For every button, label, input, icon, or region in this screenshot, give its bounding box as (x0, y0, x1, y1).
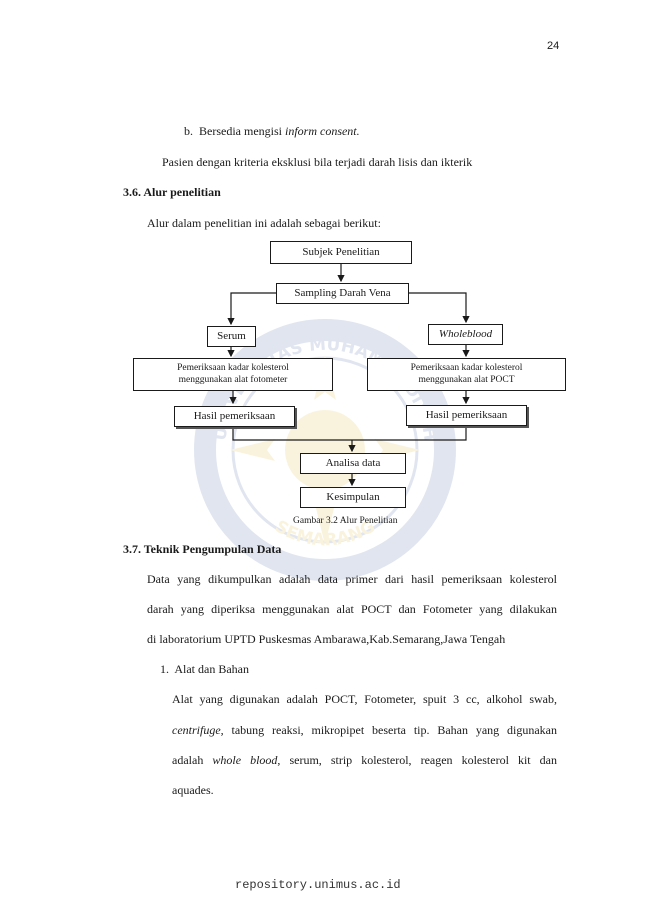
section-intro: Alur dalam penelitian ini adalah sebagai… (147, 216, 381, 230)
subsection-marker: 1. (160, 662, 169, 676)
exam-photometer-line1: Pemeriksaan kadar kolesterol (177, 362, 289, 373)
figure-caption: Gambar 3.2 Alur Penelitian (293, 516, 398, 526)
flow-box-sampling: Sampling Darah Vena (276, 283, 409, 304)
paragraph-line-2: darah yang diperiksa menggunakan alat PO… (147, 602, 557, 616)
subsection-line-3: adalah whole blood, serum, strip koleste… (172, 753, 557, 768)
subsection-title: Alat dan Bahan (174, 662, 249, 676)
paragraph-line-1: Data yang dikumpulkan adalah data primer… (147, 572, 557, 586)
subsection-heading: 1. Alat dan Bahan (160, 662, 249, 677)
line-3-rest: , serum, strip kolesterol, reagen kolest… (277, 753, 557, 767)
flow-box-result-photometer: Hasil pemeriksaan (174, 406, 295, 427)
page-number: 24 (547, 40, 560, 52)
exclusion-criteria-line: Pasien dengan kriteria eksklusi bila ter… (162, 155, 473, 169)
flow-box-exam-poct: Pemeriksaan kadar kolesterol menggunakan… (367, 358, 566, 391)
line-3-start: adalah (172, 753, 213, 767)
subsection-line-2: centrifuge, tabung reaksi, mikropipet be… (172, 723, 557, 738)
paragraph-line-3: di laboratorium UPTD Puskesmas Ambarawa,… (147, 632, 506, 646)
list-text: Bersedia mengisi (199, 124, 285, 138)
flow-box-analysis: Analisa data (300, 453, 406, 474)
exam-poct-line1: Pemeriksaan kadar kolesterol (410, 362, 523, 373)
list-text-italic: inform consent. (284, 124, 360, 138)
subsection-line-1: Alat yang digunakan adalah POCT, Fotomet… (172, 692, 557, 706)
flow-box-exam-photometer: Pemeriksaan kadar kolesterol menggunakan… (133, 358, 333, 391)
section-heading-3-7: 3.7. Teknik Pengumpulan Data (123, 542, 282, 556)
list-marker: b. (184, 124, 193, 138)
flow-box-conclusion: Kesimpulan (300, 487, 406, 508)
repository-footer: repository.unimus.ac.id (235, 878, 401, 892)
flow-box-subject: Subjek Penelitian (270, 241, 412, 264)
centrifuge-term: centrifuge, (172, 723, 224, 737)
flow-box-wholeblood: Wholeblood (428, 324, 503, 345)
exam-poct-line2: menggunakan alat POCT (418, 374, 515, 385)
exam-photometer-line2: menggunakan alat fotometer (178, 374, 288, 385)
subsection-line-4: aquades. (172, 783, 214, 797)
flow-box-serum: Serum (207, 326, 256, 347)
line-2-rest: tabung reaksi, mikropipet beserta tip. B… (223, 723, 558, 737)
section-heading-3-6: 3.6. Alur penelitian (123, 185, 221, 199)
whole-blood-term: whole blood (212, 753, 278, 767)
flow-box-result-poct: Hasil pemeriksaan (406, 405, 527, 426)
list-item-b: b. Bersedia mengisi inform consent. (184, 124, 360, 139)
